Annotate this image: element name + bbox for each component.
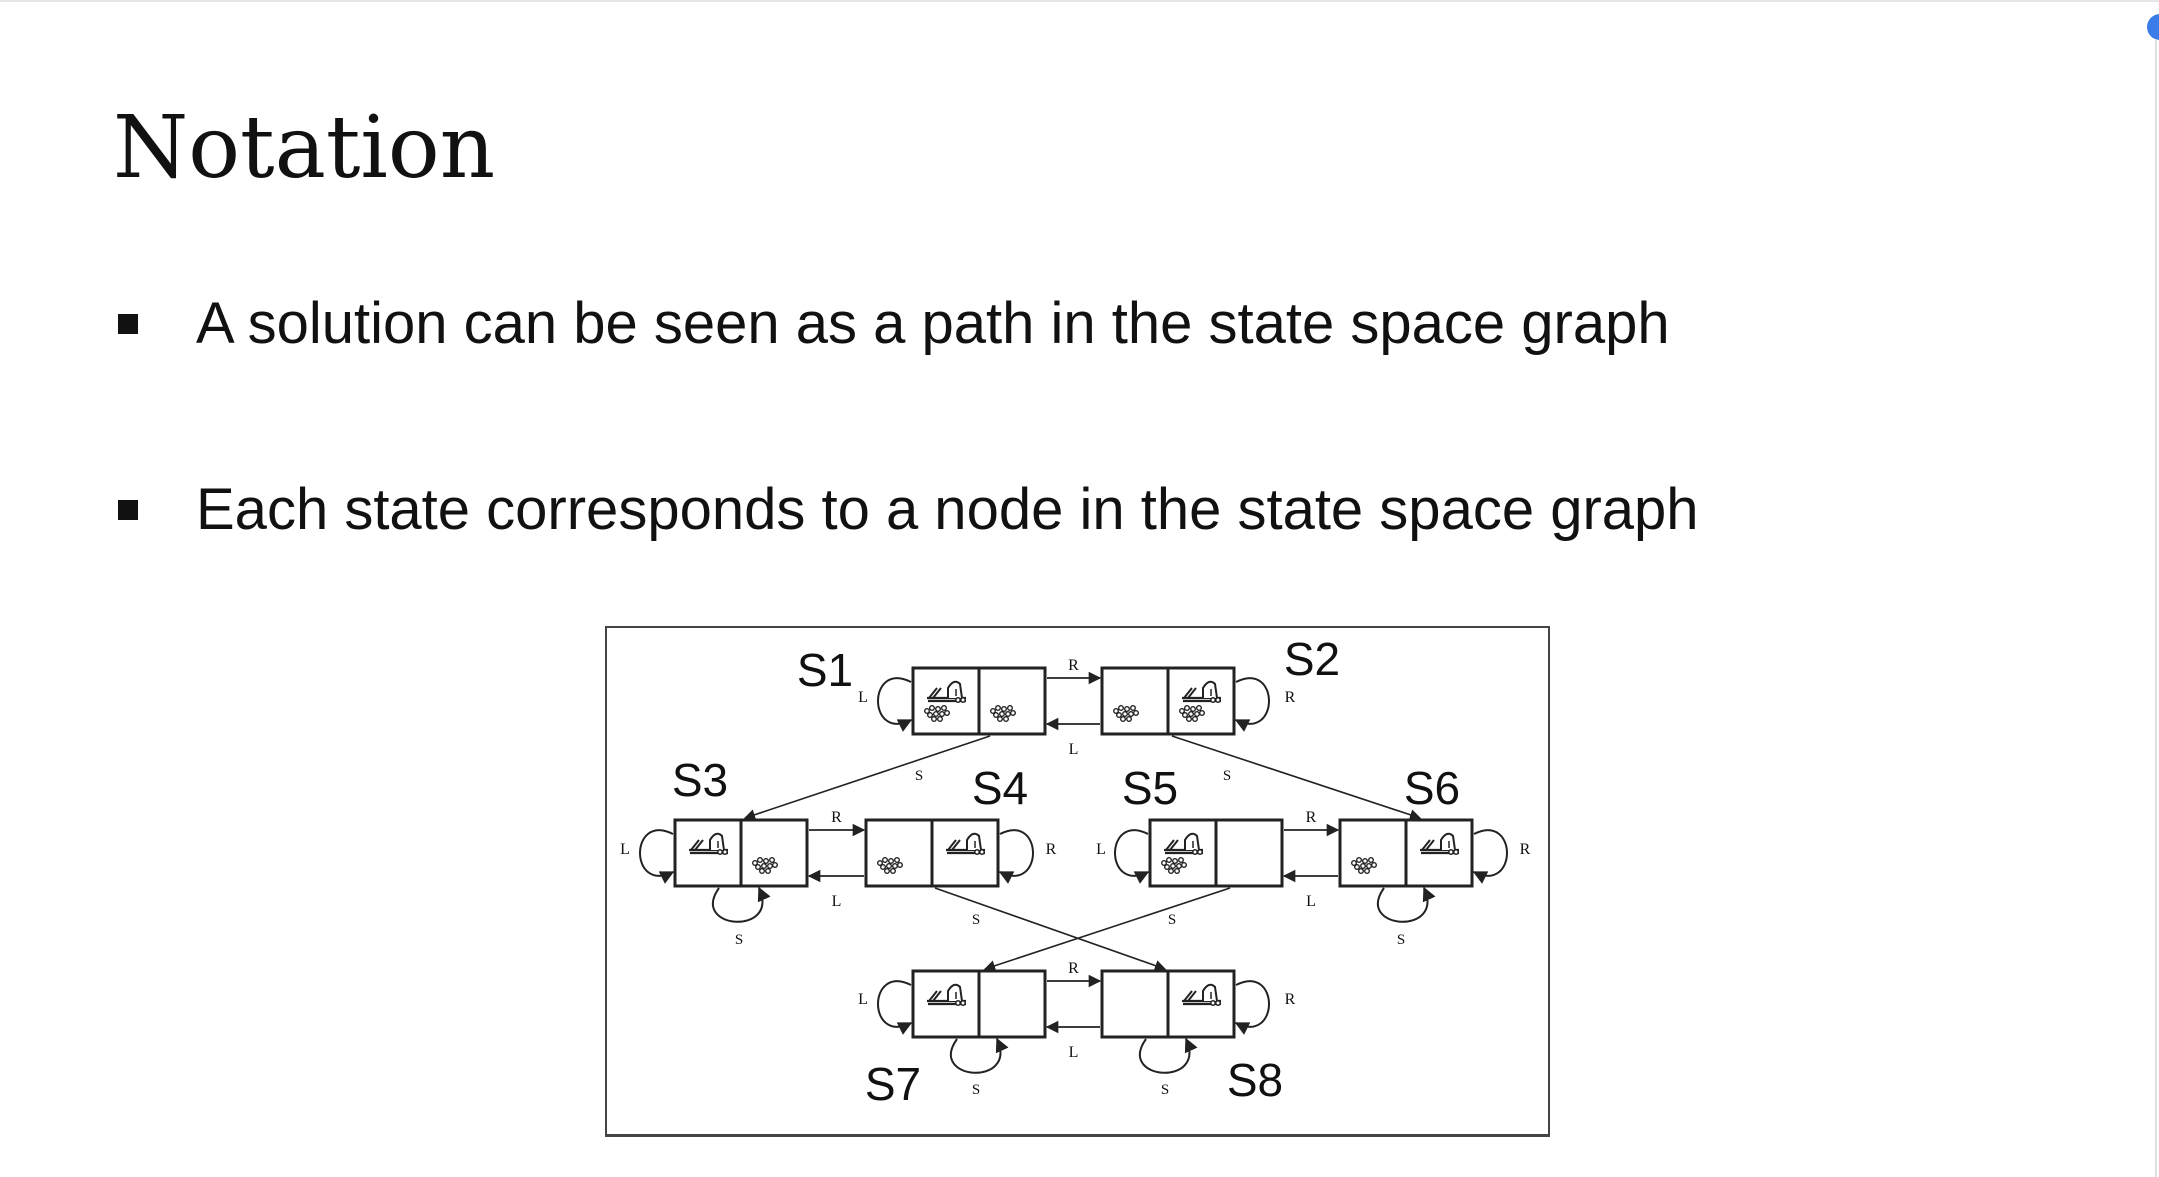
action-label-s: S	[1223, 768, 1231, 784]
cell-right	[1214, 818, 1284, 888]
state-label-s3: S3	[672, 754, 728, 806]
action-label-r: R	[1285, 991, 1296, 1008]
state-label-s1: S1	[797, 644, 853, 696]
slide-title: Notation	[113, 98, 496, 198]
self-loop-left	[639, 829, 675, 884]
cell-right	[977, 969, 1047, 1039]
action-label-s: S	[972, 1082, 980, 1098]
top-border	[0, 0, 2159, 2]
action-label-r: R	[1285, 689, 1296, 706]
self-loop-left	[877, 980, 913, 1035]
self-loop-left	[1114, 829, 1150, 884]
action-label-s: S	[972, 912, 980, 928]
action-label-r: R	[1520, 841, 1531, 858]
action-label-l: L	[858, 689, 868, 706]
scrollbar-track[interactable]	[2155, 40, 2157, 1177]
bullet-text: A solution can be seen as a path in the …	[196, 291, 1670, 356]
action-label-l: L	[1069, 741, 1079, 758]
action-label-s: S	[1168, 912, 1176, 928]
self-loop-left	[877, 677, 913, 732]
self-loop-right	[1472, 829, 1508, 884]
cell-left	[911, 969, 981, 1039]
self-loop-suck	[1376, 886, 1436, 923]
action-label-s: S	[915, 768, 923, 784]
action-label-l: L	[1069, 1044, 1079, 1061]
bullet-text: Each state corresponds to a node in the …	[196, 477, 1699, 542]
self-loop-right	[1234, 980, 1270, 1035]
transition-suck	[743, 735, 991, 821]
bullet-item: A solution can be seen as a path in the …	[118, 290, 1670, 357]
action-label-r: R	[1068, 960, 1079, 977]
action-label-l: L	[1096, 841, 1106, 858]
cell-left	[864, 818, 934, 888]
action-label-l: L	[832, 893, 842, 910]
cell-left	[1100, 666, 1170, 736]
cell-right	[977, 666, 1047, 736]
state-label-s4: S4	[972, 762, 1028, 814]
transition-suck	[934, 887, 1167, 971]
action-label-r: R	[1306, 809, 1317, 826]
action-label-r: R	[1046, 841, 1057, 858]
square-bullet-icon	[118, 499, 138, 520]
action-label-s: S	[735, 932, 743, 948]
action-label-l: L	[858, 991, 868, 1008]
action-label-l: L	[1306, 893, 1316, 910]
action-label-s: S	[1397, 932, 1405, 948]
state-label-s6: S6	[1404, 762, 1460, 814]
accessibility-icon[interactable]	[2147, 14, 2159, 40]
cell-right	[739, 818, 809, 888]
self-loop-right	[998, 829, 1034, 884]
self-loop-right	[1234, 677, 1270, 732]
cell-left	[1338, 818, 1408, 888]
state-label-s8: S8	[1227, 1054, 1283, 1106]
state-label-s2: S2	[1284, 633, 1340, 685]
action-label-l: L	[620, 841, 630, 858]
transition-suck	[983, 887, 1231, 972]
state-label-s7: S7	[865, 1058, 921, 1110]
action-label-s: S	[1161, 1082, 1169, 1098]
state-label-s5: S5	[1122, 762, 1178, 814]
self-loop-suck	[1138, 1037, 1198, 1074]
action-label-r: R	[1068, 657, 1079, 674]
bullet-item: Each state corresponds to a node in the …	[118, 476, 1699, 543]
transition-suck	[1171, 735, 1422, 821]
square-bullet-icon	[118, 313, 138, 334]
self-loop-suck	[949, 1037, 1009, 1074]
action-label-r: R	[831, 809, 842, 826]
cell-left	[1100, 969, 1170, 1039]
self-loop-suck	[711, 886, 771, 923]
